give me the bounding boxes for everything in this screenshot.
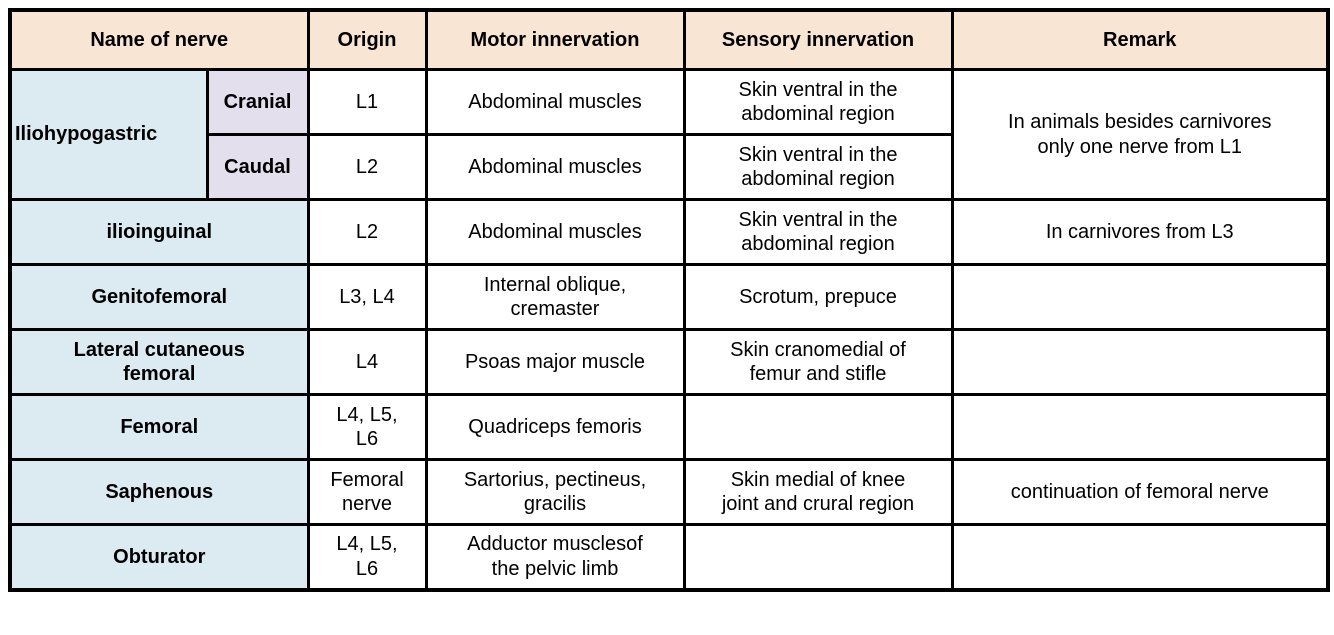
- cell-genitofemoral-sensory: Scrotum, prepuce: [682, 263, 954, 331]
- table-row-iliohypogastric-cranial: Iliohypogastric Cranial L1 Abdominal mus…: [8, 68, 1330, 201]
- cell-ilioinguinal-remark: In carnivores from L3: [950, 198, 1330, 266]
- cell-obturator-remark: [950, 523, 1330, 591]
- table-row-obturator: Obturator L4, L5, L6 Adductor musclesof …: [8, 523, 1330, 591]
- lumbar-nerve-table: Name of nerve Origin Motor innervation S…: [8, 8, 1330, 592]
- cell-iliohypogastric-name: Iliohypogastric: [8, 68, 209, 201]
- col-header-name-of-nerve: Name of nerve: [8, 8, 310, 71]
- cell-iliohypogastric-remark: In animals besides carnivores only one n…: [950, 68, 1330, 201]
- col-header-origin: Origin: [306, 8, 428, 71]
- cell-caudal-origin: L2: [306, 133, 428, 201]
- cell-lateral-cutaneous-femoral-remark: [950, 328, 1330, 396]
- table-row-ilioinguinal: ilioinguinal L2 Abdominal muscles Skin v…: [8, 198, 1330, 266]
- cell-lateral-cutaneous-femoral-name: Lateral cutaneous femoral: [8, 328, 310, 396]
- cell-genitofemoral-origin: L3, L4: [306, 263, 428, 331]
- header-row: Name of nerve Origin Motor innervation S…: [8, 8, 1330, 71]
- table-row-saphenous: Saphenous Femoral nerve Sartorius, pecti…: [8, 458, 1330, 526]
- table-row-genitofemoral: Genitofemoral L3, L4 Internal oblique, c…: [8, 263, 1330, 331]
- cell-saphenous-remark: continuation of femoral nerve: [950, 458, 1330, 526]
- cell-saphenous-origin: Femoral nerve: [306, 458, 428, 526]
- cell-saphenous-motor: Sartorius, pectineus, gracilis: [424, 458, 686, 526]
- cell-obturator-motor: Adductor musclesof the pelvic limb: [424, 523, 686, 591]
- cell-genitofemoral-motor: Internal oblique, cremaster: [424, 263, 686, 331]
- cell-femoral-motor: Quadriceps femoris: [424, 393, 686, 461]
- cell-ilioinguinal-motor: Abdominal muscles: [424, 198, 686, 266]
- cell-femoral-sensory: [682, 393, 954, 461]
- col-header-motor-innervation: Motor innervation: [424, 8, 686, 71]
- cell-saphenous-sensory: Skin medial of knee joint and crural reg…: [682, 458, 954, 526]
- cell-ilioinguinal-name: ilioinguinal: [8, 198, 310, 266]
- cell-lateral-cutaneous-femoral-origin: L4: [306, 328, 428, 396]
- cell-genitofemoral-remark: [950, 263, 1330, 331]
- cell-femoral-origin: L4, L5, L6: [306, 393, 428, 461]
- cell-caudal-sensory: Skin ventral in the abdominal region: [682, 133, 954, 201]
- col-header-remark: Remark: [950, 8, 1330, 71]
- cell-cranial-origin: L1: [306, 68, 428, 136]
- cell-saphenous-name: Saphenous: [8, 458, 310, 526]
- cell-lateral-cutaneous-femoral-sensory: Skin cranomedial of femur and stifle: [682, 328, 954, 396]
- cell-obturator-name: Obturator: [8, 523, 310, 591]
- cell-cranial-sensory: Skin ventral in the abdominal region: [682, 68, 954, 136]
- table-row-iliohypogastric-caudal: Caudal L2 Abdominal muscles Skin ventral…: [10, 133, 1328, 201]
- cell-caudal-motor: Abdominal muscles: [424, 133, 686, 201]
- cell-femoral-name: Femoral: [8, 393, 310, 461]
- table-row-femoral: Femoral L4, L5, L6 Quadriceps femoris: [8, 393, 1330, 461]
- cell-caudal-label: Caudal: [205, 133, 310, 201]
- cell-obturator-origin: L4, L5, L6: [306, 523, 428, 591]
- cell-cranial-motor: Abdominal muscles: [424, 68, 686, 136]
- cell-cranial-label: Cranial: [205, 68, 310, 136]
- cell-obturator-sensory: [682, 523, 954, 591]
- cell-ilioinguinal-sensory: Skin ventral in the abdominal region: [682, 198, 954, 266]
- cell-ilioinguinal-origin: L2: [306, 198, 428, 266]
- table-row-lateral-cutaneous-femoral: Lateral cutaneous femoral L4 Psoas major…: [8, 328, 1330, 396]
- cell-genitofemoral-name: Genitofemoral: [8, 263, 310, 331]
- cell-lateral-cutaneous-femoral-motor: Psoas major muscle: [424, 328, 686, 396]
- cell-femoral-remark: [950, 393, 1330, 461]
- col-header-sensory-innervation: Sensory innervation: [682, 8, 954, 71]
